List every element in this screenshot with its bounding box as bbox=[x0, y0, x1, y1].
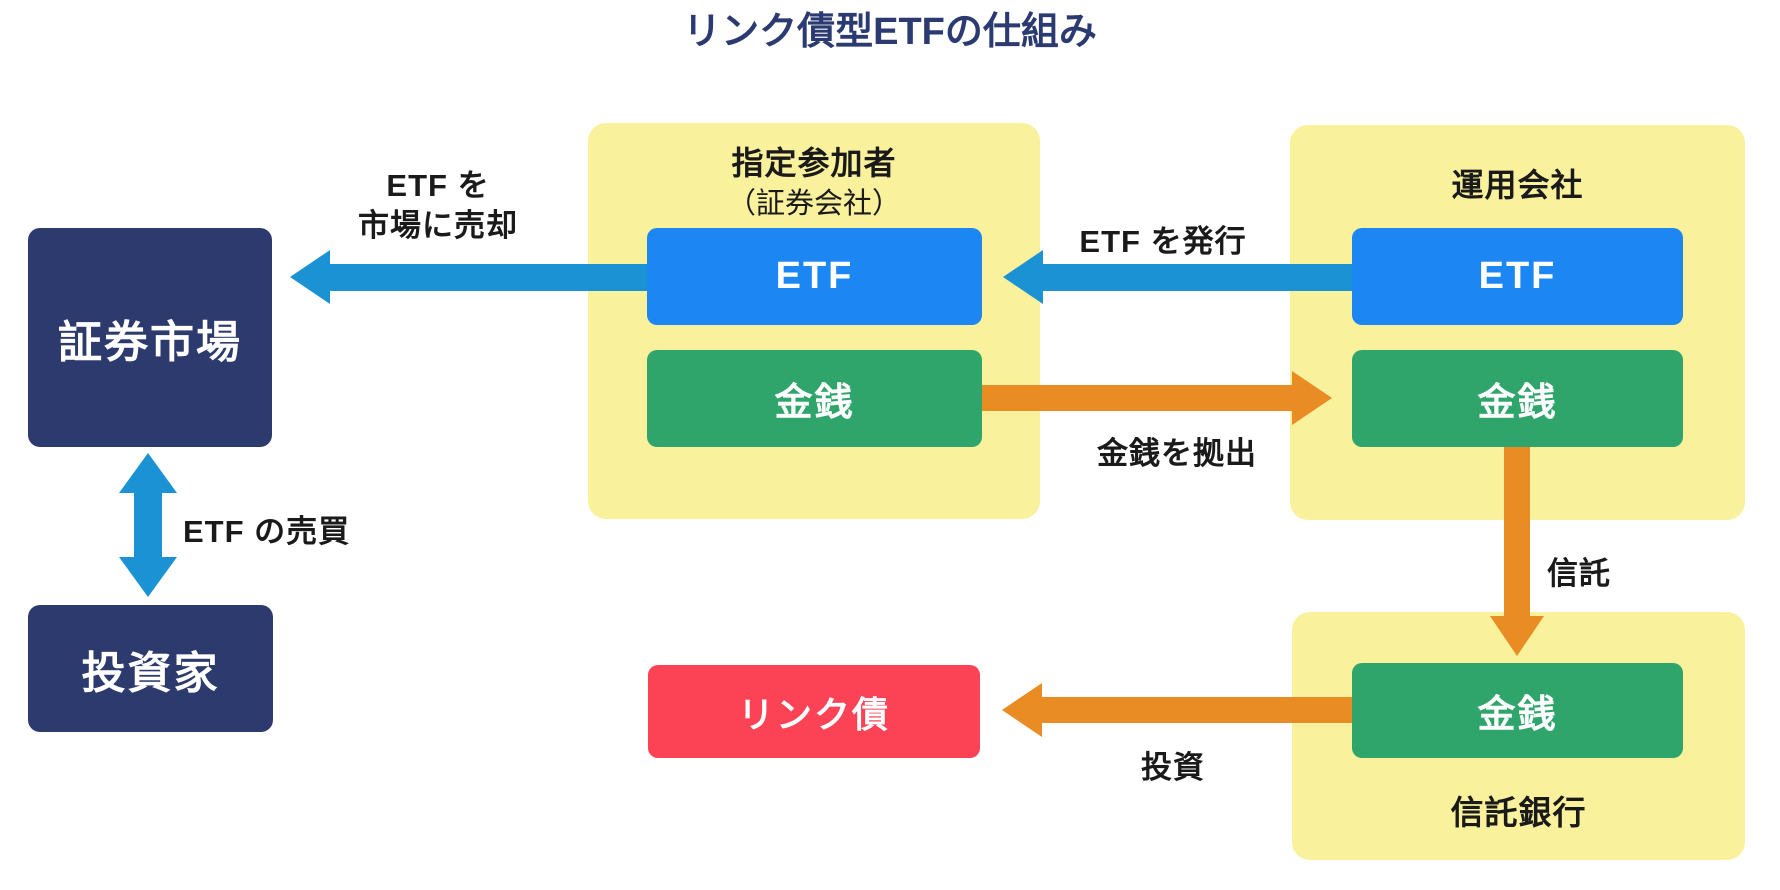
trust-bank-title: 信託銀行 bbox=[1450, 794, 1587, 831]
participant-etf-box: ETF bbox=[647, 228, 982, 325]
manager-cash-box: 金銭 bbox=[1352, 350, 1683, 447]
issue-label: ETF を発行 bbox=[1079, 224, 1247, 259]
management-company-title: 運用会社 bbox=[1451, 167, 1584, 203]
securities-market-label: 証券市場 bbox=[58, 317, 242, 367]
participant-cash-box: 金銭 bbox=[647, 350, 982, 447]
investor-box: 投資家 bbox=[28, 605, 273, 732]
securities-market-box: 証券市場 bbox=[28, 228, 272, 447]
manager-etf-box: ETF bbox=[1352, 228, 1683, 325]
manager-etf-label: ETF bbox=[1478, 255, 1557, 297]
contribute-arrow-head bbox=[1292, 371, 1332, 425]
linked-bond-box: リンク債 bbox=[648, 665, 980, 758]
authorized-participant-title: 指定参加者 bbox=[731, 145, 897, 181]
trade-arrow-shaft bbox=[134, 492, 162, 558]
manager-cash-label: 金銭 bbox=[1477, 382, 1558, 424]
participant-etf-label: ETF bbox=[775, 255, 854, 297]
sell-label-line2: 市場に売却 bbox=[358, 208, 518, 243]
trust-bank-cash-label: 金銭 bbox=[1477, 694, 1558, 736]
invest-arrow-shaft bbox=[1042, 697, 1352, 723]
participant-cash-label: 金銭 bbox=[774, 382, 855, 424]
trust-bank-cash-box: 金銭 bbox=[1352, 663, 1683, 758]
linked-bond-label: リンク債 bbox=[737, 693, 890, 735]
contribute-label: 金銭を拠出 bbox=[1097, 436, 1257, 471]
authorized-participant-subtitle: （証券会社） bbox=[726, 188, 901, 220]
sell-arrow-shaft bbox=[330, 264, 647, 291]
invest-label: 投資 bbox=[1141, 750, 1205, 785]
issue-arrow-head bbox=[1003, 250, 1043, 304]
trust-arrow-shaft bbox=[1504, 447, 1530, 617]
page-title: リンク債型ETFの仕組み bbox=[683, 11, 1097, 53]
contribute-arrow-shaft bbox=[982, 385, 1292, 411]
trade-arrow-head-down bbox=[119, 557, 177, 597]
investor-label: 投資家 bbox=[81, 648, 220, 698]
sell-label: ETF を 市場に売却 bbox=[328, 166, 548, 246]
sell-label-line1: ETF を bbox=[386, 168, 490, 203]
trust-label: 信託 bbox=[1547, 556, 1611, 591]
trade-label: ETF の売買 bbox=[183, 514, 351, 549]
trade-arrow-head-up bbox=[119, 453, 177, 493]
invest-arrow-head bbox=[1002, 683, 1042, 737]
trust-arrow-head bbox=[1490, 616, 1544, 656]
issue-arrow-shaft bbox=[1043, 264, 1352, 291]
sell-arrow-head bbox=[290, 250, 330, 304]
